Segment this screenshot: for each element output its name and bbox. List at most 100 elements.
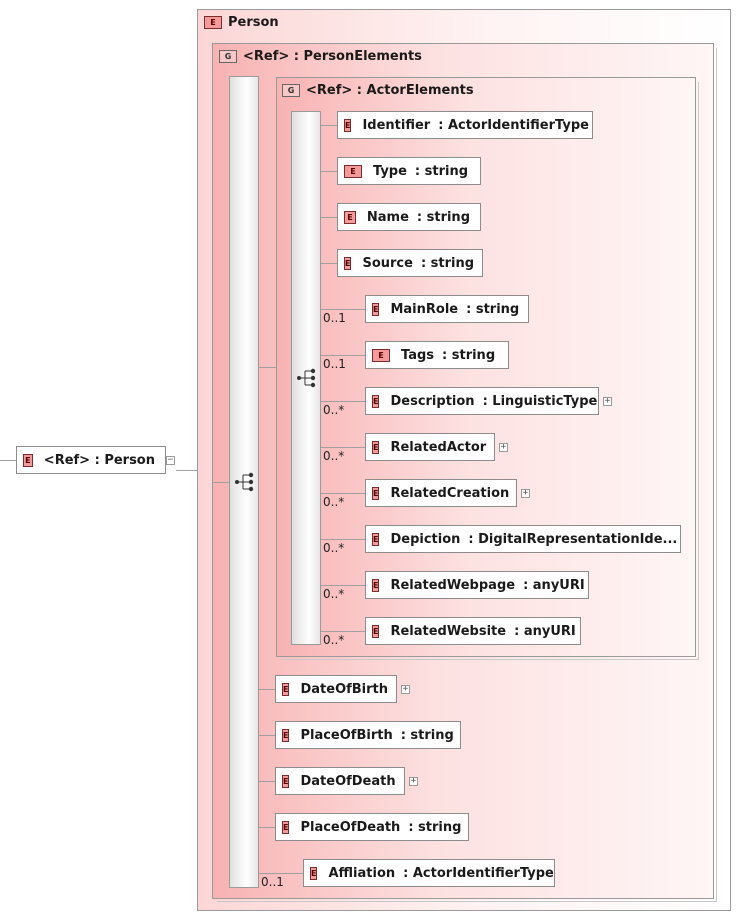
element-name: DateOfBirth [300,681,389,697]
element-type: : string [408,819,462,835]
element-relatedwebpage[interactable]: E RelatedWebpage : anyURI [365,571,591,601]
root-person-element[interactable]: E <Ref> : Person [16,446,168,476]
element-type: : anyURI [523,577,585,593]
cardinality-label: 0..* [323,449,345,463]
element-badge-icon: E [344,118,352,132]
element-badge-icon: E [372,394,380,408]
element-type: : string [466,301,520,317]
connector-line [321,125,337,126]
actor-elements-label: <Ref> : ActorElements [306,83,474,98]
element-dateofbirth[interactable]: E DateOfBirth [275,675,399,705]
connector-line [321,309,365,310]
sequence-icon [235,472,254,492]
cardinality-label: 0..* [323,495,345,509]
connector-line [259,781,275,782]
element-type: : anyURI [514,623,576,639]
element-type: : ActorIdentifierType [403,865,554,881]
group-badge-icon: G [282,84,300,97]
element-name: RelatedWebsite [390,623,507,639]
expand-icon[interactable]: + [603,396,612,406]
connector-line [321,217,337,218]
element-placeofdeath[interactable]: E PlaceOfDeath : string [275,813,471,843]
element-name: RelatedActor [390,439,487,455]
element-name: PlaceOfDeath [300,819,401,835]
root-person-label: <Ref> : Person [43,452,155,468]
element-type: : string [442,347,496,363]
connector-line [321,631,365,632]
person-seq-in-line [213,482,229,483]
element-badge-icon: E [282,682,290,696]
expand-icon[interactable]: + [521,488,530,498]
connector-line [321,539,365,540]
element-type: : string [420,255,475,271]
connector-line [321,355,365,356]
element-type: : string [416,209,470,225]
element-name: Description [390,393,475,409]
connector-line [321,585,365,586]
element-type: : string [400,727,454,743]
element-badge-icon: E [344,256,352,270]
element-mainrole[interactable]: E MainRole : string [365,295,531,325]
element-badge-icon: E [372,302,380,316]
expand-icon[interactable]: + [401,684,410,694]
element-type: : ActorIdentifierType [438,117,589,133]
element-identifier[interactable]: E Identifier : ActorIdentifierType [337,111,595,141]
element-badge-icon: E [372,486,380,500]
cardinality-label: 0..* [323,403,345,417]
element-tags[interactable]: E Tags : string [365,341,511,371]
connector-line [321,171,337,172]
connector-line [321,447,365,448]
connector-line [321,263,337,264]
root-right-line [176,470,198,471]
element-badge-icon: E [372,624,380,638]
element-badge-icon: E [372,348,390,362]
element-name: Name [366,209,409,225]
element-name: Identifier [362,117,431,133]
element-source[interactable]: E Source : string [337,249,485,279]
element-badge-icon: E [282,774,290,788]
element-badge-icon: E [372,578,380,592]
group-badge-icon: G [219,50,237,63]
connector-line [259,689,275,690]
element-type: : DigitalRepresentationIde... [468,531,678,547]
expand-icon[interactable]: + [499,442,508,452]
element-description[interactable]: E Description : LinguisticType [365,387,601,417]
element-type: : LinguisticType [482,393,598,409]
connector-line [321,493,365,494]
connector-line [259,735,275,736]
connector-line [259,873,303,874]
element-placeofbirth[interactable]: E PlaceOfBirth : string [275,721,463,751]
element-relatedcreation[interactable]: E RelatedCreation [365,479,519,509]
element-name: PlaceOfBirth [300,727,393,743]
collapse-icon[interactable]: − [166,455,175,465]
cardinality-label: 0..1 [323,357,346,371]
connector-line [259,827,275,828]
element-relatedwebsite[interactable]: E RelatedWebsite : anyURI [365,617,583,647]
element-name: Tags [401,347,435,363]
element-name: RelatedWebpage [390,577,516,593]
element-badge-icon: E [372,440,380,454]
cardinality-label: 0..* [323,541,345,555]
element-name: RelatedCreation [390,485,510,501]
element-name: Source [362,255,413,271]
expand-icon[interactable]: + [409,776,418,786]
person-seq-out-line [259,367,276,368]
element-relatedactor[interactable]: E RelatedActor [365,433,497,463]
element-name: MainRole [390,301,459,317]
element-badge-icon: E [282,728,290,742]
cardinality-label: 0..1 [261,875,284,889]
person-label: Person [228,15,279,30]
element-badge-icon: E [23,453,33,467]
person-elements-label: <Ref> : PersonElements [243,49,422,64]
sequence-icon [297,368,316,388]
element-badge-icon: E [282,820,290,834]
cardinality-label: 0..* [323,633,345,647]
element-badge-icon: E [204,16,222,29]
person-elements-title: G <Ref> : PersonElements [219,49,422,64]
element-badge-icon: E [344,164,362,178]
